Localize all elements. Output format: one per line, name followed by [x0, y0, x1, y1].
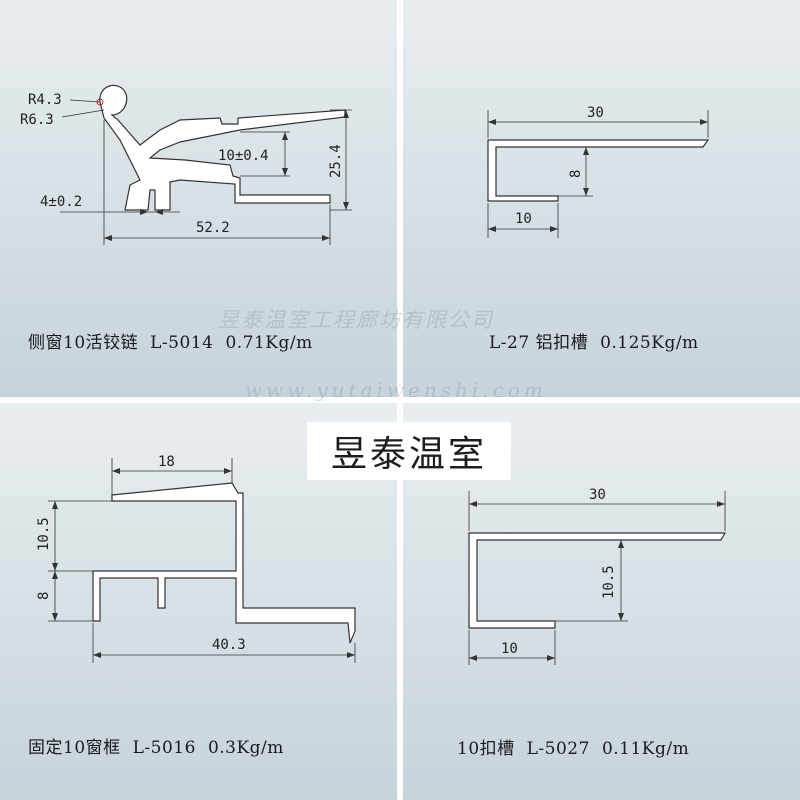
dim-tol1: 10±0.4: [218, 148, 269, 164]
panel-l27: 30 8 10 L-27 铝扣槽 0.125Kg/m: [403, 0, 800, 397]
watermark-url: www.yutaiwenshi.com: [245, 378, 547, 402]
dim-tol2: 4±0.2: [40, 194, 82, 210]
dim-h2: 8: [36, 592, 52, 600]
profile-drawing-l27: 30 8 10: [487, 105, 710, 238]
caption-code: L-5027: [526, 739, 590, 759]
dim-height: 8: [568, 170, 584, 178]
profile-drawing-l5014: R4.3 R6.3 10±0.4 25.4 4±0.2 52.2: [20, 84, 352, 245]
caption-l5016: 固定10窗框 L-5016 0.3Kg/m: [28, 733, 296, 758]
caption-l27: L-27 铝扣槽 0.125Kg/m: [489, 328, 711, 353]
dim-bottom: 10: [501, 641, 518, 657]
caption-code: L-5016: [132, 738, 196, 758]
dim-top: 18: [158, 454, 175, 470]
dim-width: 40.3: [212, 637, 246, 653]
caption-l5014: 侧窗10活铰链 L-5014 0.71Kg/m: [28, 328, 325, 353]
caption-name: 固定10窗框: [28, 738, 121, 758]
watermark-company: 昱泰温室工程廊坊有限公司: [218, 308, 494, 332]
dim-height: 25.4: [328, 144, 344, 178]
caption-weight: 0.11Kg/m: [601, 739, 690, 759]
dim-h1: 10.5: [36, 517, 52, 551]
dim-r2: R6.3: [20, 112, 54, 128]
profile-drawing-l5016: 18 10.5 8 40.3: [36, 454, 356, 663]
caption-l5027: 10扣槽 L-5027 0.11Kg/m: [457, 734, 701, 759]
dim-width: 52.2: [196, 220, 230, 236]
dim-r1: R4.3: [28, 92, 62, 108]
caption-name: 侧窗10活铰链: [28, 333, 139, 353]
caption-weight: 0.71Kg/m: [225, 333, 313, 353]
dim-height: 10.5: [601, 565, 617, 599]
dim-width: 30: [587, 105, 604, 121]
profile-drawing-l5027: 30 10.5 10: [468, 487, 727, 665]
panel-l5014: R4.3 R6.3 10±0.4 25.4 4±0.2 52.2 侧窗10活铰链…: [0, 0, 397, 397]
brand-badge: 昱泰温室: [307, 422, 511, 480]
caption-weight: 0.125Kg/m: [600, 333, 699, 353]
caption-name: L-27 铝扣槽: [489, 333, 589, 353]
caption-name: 10扣槽: [457, 739, 515, 759]
dim-width: 30: [589, 487, 606, 503]
dim-bottom: 10: [515, 211, 532, 227]
caption-weight: 0.3Kg/m: [207, 738, 284, 758]
caption-code: L-5014: [150, 333, 214, 353]
